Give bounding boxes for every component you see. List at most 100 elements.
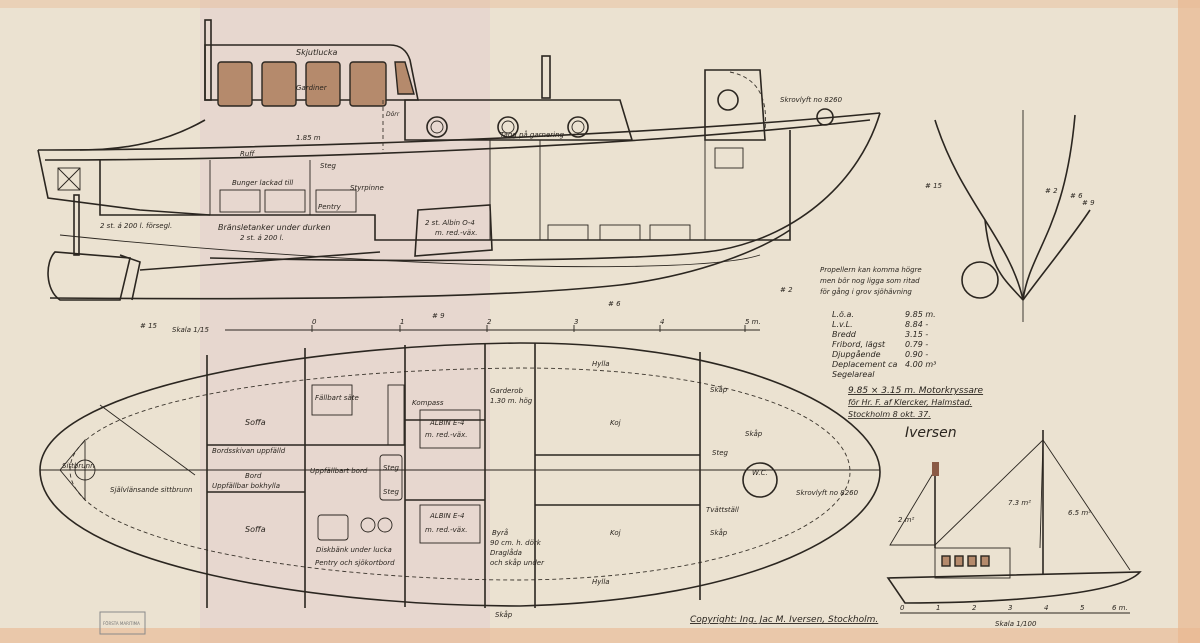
sail-scale-tick: 5 (1080, 604, 1085, 612)
label-plan-step: Steg (383, 488, 399, 496)
spec-value: 4.00 m³ (905, 360, 936, 369)
label-fuel-tanks-detail: 2 st. á 200 l. (240, 234, 284, 242)
label-cabin-door: Dörr (386, 111, 400, 118)
spec-label: Segelareal (832, 370, 875, 379)
label-engine: 2 st. Albin O-4 (425, 219, 475, 227)
scale-tick: 3 (574, 318, 578, 326)
transom (37, 149, 211, 216)
spec-value: 0.90 - (905, 350, 928, 359)
label-shelf-top: Hylla (592, 360, 610, 368)
label-berth-note: Bunger lackad till (232, 179, 293, 187)
label-engine-detail: m. red.-väx. (435, 229, 477, 237)
label-sink: Tvättställ (706, 506, 739, 514)
sheer-line (37, 112, 881, 151)
spec-label: Bredd (832, 330, 857, 339)
label-bureau-detail: 90 cm. h. dörk (490, 539, 542, 547)
frame-9: # 9 (432, 312, 445, 320)
label-chart: Steg (383, 464, 399, 472)
scale-tick: 2 (487, 318, 492, 326)
station-15: # 15 (925, 182, 943, 190)
label-mizzen-area: 2 m² (898, 516, 914, 524)
label-deckhouse-rail: Tagg på garnering (500, 130, 565, 139)
rudder (47, 251, 131, 301)
label-wardrobe-height: 1.30 m. hög (490, 397, 533, 405)
frame-2: # 2 (780, 286, 793, 294)
spec-label: Djupgående (832, 349, 881, 359)
title-block: 9.85 × 3.15 m. Motorkryssare för Hr. F. … (848, 386, 984, 441)
propeller-note-3: för gång i grov sjöhävning (820, 287, 912, 296)
label-bowsprit-note: Skrovlyft no 8260 (796, 489, 859, 497)
window-1 (217, 61, 253, 107)
label-compass: Kompass (412, 399, 444, 407)
label-table: Bord (245, 472, 262, 480)
archive-stamp-text: FÖRSTA MARITIMA (103, 621, 140, 626)
paper-edge-bottom (0, 628, 1200, 643)
plan-view: Soffa Soffa Bordsskivan uppfälld Bord Up… (39, 342, 881, 619)
sail-scale-tick: 1 (936, 604, 940, 612)
scale-bar: Skala 1/15 0 1 2 3 4 5 m. (172, 318, 761, 334)
keel-line (49, 229, 791, 300)
label-wardrobe: Garderob (490, 387, 524, 395)
label-jib-area: 6.5 m² (1068, 509, 1091, 517)
label-folding-table: Bordsskivan uppfälld (212, 447, 286, 455)
sail-scale-tick: 3 (1008, 604, 1012, 612)
label-engine-stbd: ALBIN E-4 (429, 512, 464, 520)
deckhouse (404, 99, 634, 141)
label-engine-stbd-detail: m. red.-väx. (425, 526, 467, 534)
profile-view: Skjutlucka Gardiner 1.85 m Dörr Ruff Tag… (37, 19, 922, 330)
station-2: # 2 (1045, 187, 1058, 195)
paper-edge-right (1178, 0, 1200, 643)
drawing-title: 9.85 × 3.15 m. Motorkryssare (848, 386, 984, 396)
label-pentry: Pentry och sjökortbord (315, 559, 395, 567)
label-berth-bottom: Koj (610, 529, 621, 537)
spec-value: 8.84 - (905, 320, 928, 329)
scale-tick: 4 (660, 318, 664, 326)
window-3 (305, 61, 341, 107)
hull-outline (39, 342, 881, 607)
spec-label: L.v.L. (832, 320, 853, 329)
label-seat: Fällbart säte (315, 394, 359, 402)
label-bureau-detail2: Draglåda (490, 548, 522, 557)
toilet (742, 462, 778, 498)
spec-label: Fribord, lägst (832, 340, 886, 349)
spec-label: L.ö.a. (832, 310, 854, 319)
sail-scale-tick: 0 (900, 604, 905, 612)
scale-tick: 1 (400, 318, 404, 326)
sail-plan-hull (886, 571, 1142, 604)
sail-scale-tick: 2 (972, 604, 977, 612)
sail-plan: 7.3 m² 6.5 m² 2 m² 0 1 2 3 4 5 6 m. Skal… (886, 430, 1142, 628)
label-sofa-bottom: Soffa (245, 525, 266, 534)
signature: Iversen (905, 425, 957, 441)
label-height: 1.85 m (296, 134, 321, 142)
label-engine-port-detail: m. red.-väx. (425, 431, 467, 439)
label-galley: Pentry (318, 203, 342, 211)
spec-value: 3.15 - (905, 330, 928, 339)
label-cockpit-note: Självlänsande sittbrunn (110, 486, 193, 494)
scale-label: Skala 1/15 (172, 326, 210, 334)
specs-table: L.ö.a. 9.85 m. L.v.L. 8.84 - Bredd 3.15 … (832, 310, 936, 379)
label-mast-note: Skrovlyft no 8260 (780, 96, 843, 104)
label-cupboard-top: Skåp (710, 385, 728, 394)
archive-stamp (99, 611, 146, 635)
station-6: # 6 (1070, 192, 1083, 200)
label-steering: Styrpinne (350, 184, 384, 192)
scale-tick: 5 m. (745, 318, 761, 326)
window-4 (349, 61, 387, 107)
wheelhouse (204, 44, 419, 101)
body-plan: # 15 # 2 # 6 # 9 (925, 110, 1095, 322)
propeller-note-1: Propellern kan komma högre (820, 266, 922, 274)
label-bureau-detail3: och skåp under (490, 558, 545, 567)
label-cupboard-bottom2: Skåp (495, 610, 513, 619)
spec-value: 0.79 - (905, 340, 928, 349)
frame-6: # 6 (608, 300, 621, 308)
label-berth-top: Koj (610, 419, 621, 427)
copyright-note: Copyright: Ing. Jac M. Iversen, Stockhol… (690, 615, 878, 625)
label-icebox: Diskbänk under lucka (316, 546, 392, 554)
label-sofa-top: Soffa (245, 418, 266, 427)
sail-scale-tick: 6 m. (1112, 604, 1128, 612)
sail-scale-tick: 4 (1044, 604, 1048, 612)
label-cupboard-mid: Skåp (745, 429, 763, 438)
spec-value: 9.85 m. (905, 310, 936, 319)
sail-scale-label: Skala 1/100 (995, 620, 1037, 628)
